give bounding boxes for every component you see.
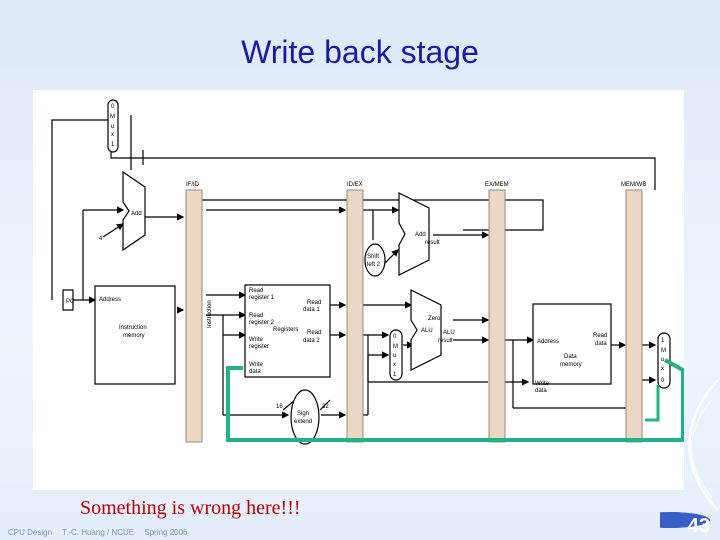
pipe-reg-label: MEM/WB	[621, 182, 646, 188]
svg-text:Write: Write	[249, 337, 264, 343]
dmem-name: Data	[564, 354, 577, 360]
pc-label: PC	[66, 299, 75, 305]
svg-text:1: 1	[661, 338, 665, 344]
svg-text:u: u	[111, 124, 114, 130]
svg-text:ALU: ALU	[443, 330, 455, 336]
svg-text:1: 1	[111, 142, 115, 148]
svg-text:memory: memory	[123, 333, 145, 339]
svg-text:data 1: data 1	[303, 307, 320, 313]
footer-term: Spring 2006	[144, 528, 188, 537]
svg-text:data 2: data 2	[303, 338, 320, 344]
dmem-address-label: Address	[537, 339, 559, 345]
pipe-reg-label: IF/ID	[186, 182, 200, 188]
decorative-swoosh	[660, 380, 720, 528]
footer-author: T.-C. Huang / NCUE	[62, 528, 135, 537]
svg-text:x: x	[111, 132, 114, 138]
slide-footer: CPU Design T.-C. Huang / NCUE Spring 200…	[8, 528, 196, 537]
svg-text:16: 16	[276, 404, 283, 410]
imem-name: Instruction	[119, 325, 147, 331]
svg-text:x: x	[661, 366, 664, 372]
svg-text:1: 1	[393, 372, 397, 378]
svg-text:data: data	[595, 341, 607, 347]
svg-text:M: M	[393, 344, 398, 350]
pipe-reg-label: ID/EX	[347, 182, 363, 188]
svg-text:0: 0	[393, 334, 397, 340]
svg-text:register: register	[249, 344, 269, 350]
svg-text:M: M	[110, 114, 115, 120]
datapath-diagram: IF/ID ID/EX EX/MEM MEM/WB PC 4 Add Add r…	[33, 90, 684, 490]
zero-label: Zero	[428, 316, 441, 322]
error-caption: Something is wrong here!!!	[80, 497, 301, 519]
add-label: Add	[131, 211, 142, 217]
svg-text:x: x	[393, 362, 396, 368]
svg-text:Read: Read	[249, 288, 263, 294]
writeback-highlight-wire	[226, 358, 684, 442]
alu-label: ALU	[421, 328, 433, 334]
svg-text:0: 0	[661, 378, 665, 384]
add-result-label: Add	[415, 232, 426, 238]
page-number: 43	[687, 515, 710, 537]
datapath-svg: IF/ID ID/EX EX/MEM MEM/WB PC 4 Add Add r…	[51, 99, 684, 445]
svg-text:u: u	[393, 353, 396, 359]
footer-course: CPU Design	[8, 528, 53, 537]
sign-extend-label: Sign	[297, 411, 309, 417]
svg-text:Write: Write	[535, 381, 550, 387]
slide-title: Write back stage	[241, 34, 479, 70]
svg-text:result: result	[438, 338, 453, 344]
svg-text:u: u	[661, 357, 664, 363]
svg-text:register 1: register 1	[249, 295, 275, 301]
svg-text:register 2: register 2	[249, 320, 275, 326]
svg-text:Write: Write	[249, 362, 264, 368]
svg-text:Read: Read	[307, 330, 321, 336]
svg-text:data: data	[535, 388, 547, 394]
svg-text:M: M	[661, 348, 666, 354]
pipe-reg-label: EX/MEM	[485, 182, 509, 188]
svg-text:Read: Read	[307, 300, 321, 306]
instruction-vertical-label: Instruction	[207, 300, 213, 328]
svg-text:Read: Read	[593, 333, 607, 339]
constant-label: 4	[99, 236, 103, 242]
svg-text:data: data	[249, 369, 261, 375]
shift-left-label: Shift	[367, 254, 379, 260]
svg-text:left 2: left 2	[367, 262, 381, 268]
svg-text:0: 0	[111, 104, 115, 110]
svg-text:Read: Read	[249, 313, 263, 319]
imem-address-label: Address	[99, 297, 121, 303]
svg-text:memory: memory	[560, 362, 582, 368]
svg-text:result: result	[425, 240, 440, 246]
svg-text:32: 32	[322, 404, 329, 410]
svg-text:extend: extend	[294, 419, 312, 425]
registers-name: Registers	[273, 327, 298, 333]
